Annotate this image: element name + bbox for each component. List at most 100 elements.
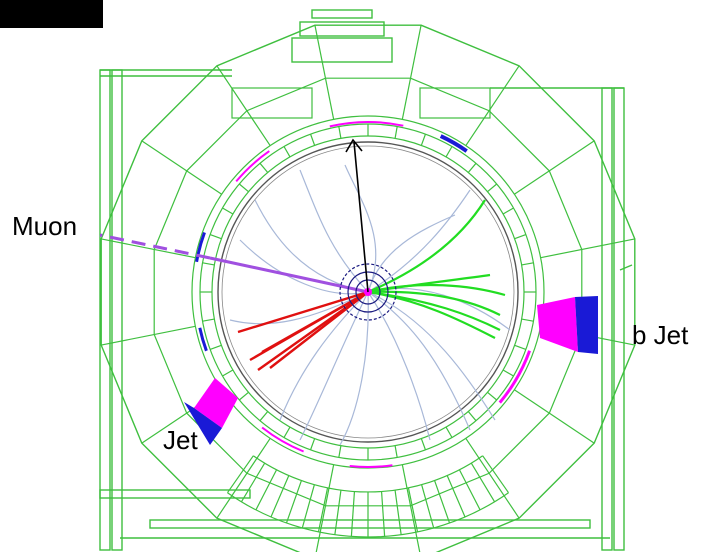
em-segment <box>222 369 234 377</box>
charged-track <box>239 239 369 295</box>
em-segment <box>502 207 514 215</box>
muon-track-solid <box>209 256 369 294</box>
fan-spoke <box>458 469 481 511</box>
em-segment <box>283 146 291 158</box>
fan-spoke <box>421 484 435 529</box>
em-segment <box>394 126 398 139</box>
em-segment <box>502 369 514 377</box>
charged-track <box>339 291 369 446</box>
charged-track <box>367 291 431 441</box>
b-jet-hcal-deposit <box>537 297 578 352</box>
charged-track <box>254 199 369 293</box>
em-deposit-bottom-left <box>261 426 304 453</box>
jet-deposit <box>194 378 238 428</box>
calo-divider <box>401 464 421 552</box>
em-segment <box>259 162 269 173</box>
right-frame-bar-inner <box>613 87 625 551</box>
top-cap <box>311 9 373 19</box>
calo-mid-ring <box>153 77 583 507</box>
fan-spoke <box>334 490 342 535</box>
em-segment <box>283 426 291 438</box>
em-segment <box>394 445 398 458</box>
em-segment <box>445 146 453 158</box>
charged-track <box>299 291 369 441</box>
muon-track <box>99 233 369 294</box>
em-deposit-bottom <box>349 464 393 468</box>
em-segment <box>487 183 498 193</box>
calo-divider <box>141 140 222 195</box>
fan-spoke <box>285 480 302 524</box>
red-jet-track <box>261 290 369 354</box>
muon-label: Muon <box>12 211 78 241</box>
em-segment <box>420 438 427 451</box>
right-tick <box>619 264 633 271</box>
em-deposit-top-right <box>439 134 468 153</box>
fan-inner-arc <box>252 455 484 493</box>
em-segment <box>309 133 316 146</box>
calo-divider <box>465 438 520 519</box>
calo-divider <box>315 464 335 552</box>
calo-inner-ring <box>191 115 545 469</box>
charged-track <box>367 214 456 293</box>
fan-spoke <box>482 455 510 494</box>
calo-divider <box>216 65 271 146</box>
em-segment <box>202 262 215 266</box>
em-segment <box>420 133 427 146</box>
charged-track <box>299 169 369 293</box>
bottom-endcap-fan <box>226 455 510 538</box>
fan-spoke <box>350 491 356 537</box>
em-segment <box>338 126 342 139</box>
outer-frame <box>99 9 636 552</box>
em-deposit-left-low <box>198 327 208 352</box>
calorimeter-wedges <box>101 25 635 552</box>
em-deposit-top <box>329 121 404 128</box>
missing-energy-arrow <box>345 138 369 293</box>
calo-divider <box>401 25 422 120</box>
top-left-notch <box>231 87 313 119</box>
black-header-block <box>0 0 103 28</box>
em-deposit-top-left <box>235 150 270 183</box>
met-arrow-shaft <box>353 141 369 293</box>
calo-divider <box>314 25 335 120</box>
fan-spoke <box>470 462 496 503</box>
interaction-vertex <box>339 263 397 321</box>
fan-spoke <box>317 487 329 533</box>
vertex-ring-mid <box>347 271 389 313</box>
em-segment <box>238 183 249 193</box>
solenoid-ring <box>217 141 519 443</box>
em-segment <box>222 207 234 215</box>
vertex-ring-inner <box>355 279 381 305</box>
fan-spoke <box>255 469 278 511</box>
fan-spoke <box>446 475 466 518</box>
b-jet-hcal-blue-deposit <box>575 296 598 354</box>
top-cap-2 <box>299 21 385 37</box>
outer-barrel-polygon <box>100 24 636 552</box>
em-segment <box>202 318 215 322</box>
em-segment <box>238 391 249 401</box>
top-cap-3 <box>291 37 393 63</box>
em-segment <box>467 411 477 422</box>
em-segment <box>209 344 222 351</box>
red-jet-track <box>237 290 369 334</box>
fan-spoke <box>394 490 402 535</box>
right-frame-bar <box>601 87 613 551</box>
em-segment <box>514 233 527 240</box>
em-segment <box>259 411 269 422</box>
fan-spoke <box>301 484 315 529</box>
calo-divider <box>540 238 635 259</box>
fan-spoke <box>240 462 266 503</box>
charged-track <box>344 164 377 293</box>
green-jet-track <box>367 199 486 294</box>
em-segment <box>445 426 453 438</box>
fan-spoke <box>380 491 386 537</box>
em-deposit-right <box>498 350 532 404</box>
em-segment <box>467 162 477 173</box>
left-frame-bar-inner <box>111 69 123 551</box>
vertex-ring-outer <box>339 263 397 321</box>
em-segment <box>338 445 342 458</box>
charged-track <box>367 291 496 421</box>
calo-divider <box>101 325 196 346</box>
charged-track <box>229 291 369 325</box>
charged-track <box>367 189 471 293</box>
